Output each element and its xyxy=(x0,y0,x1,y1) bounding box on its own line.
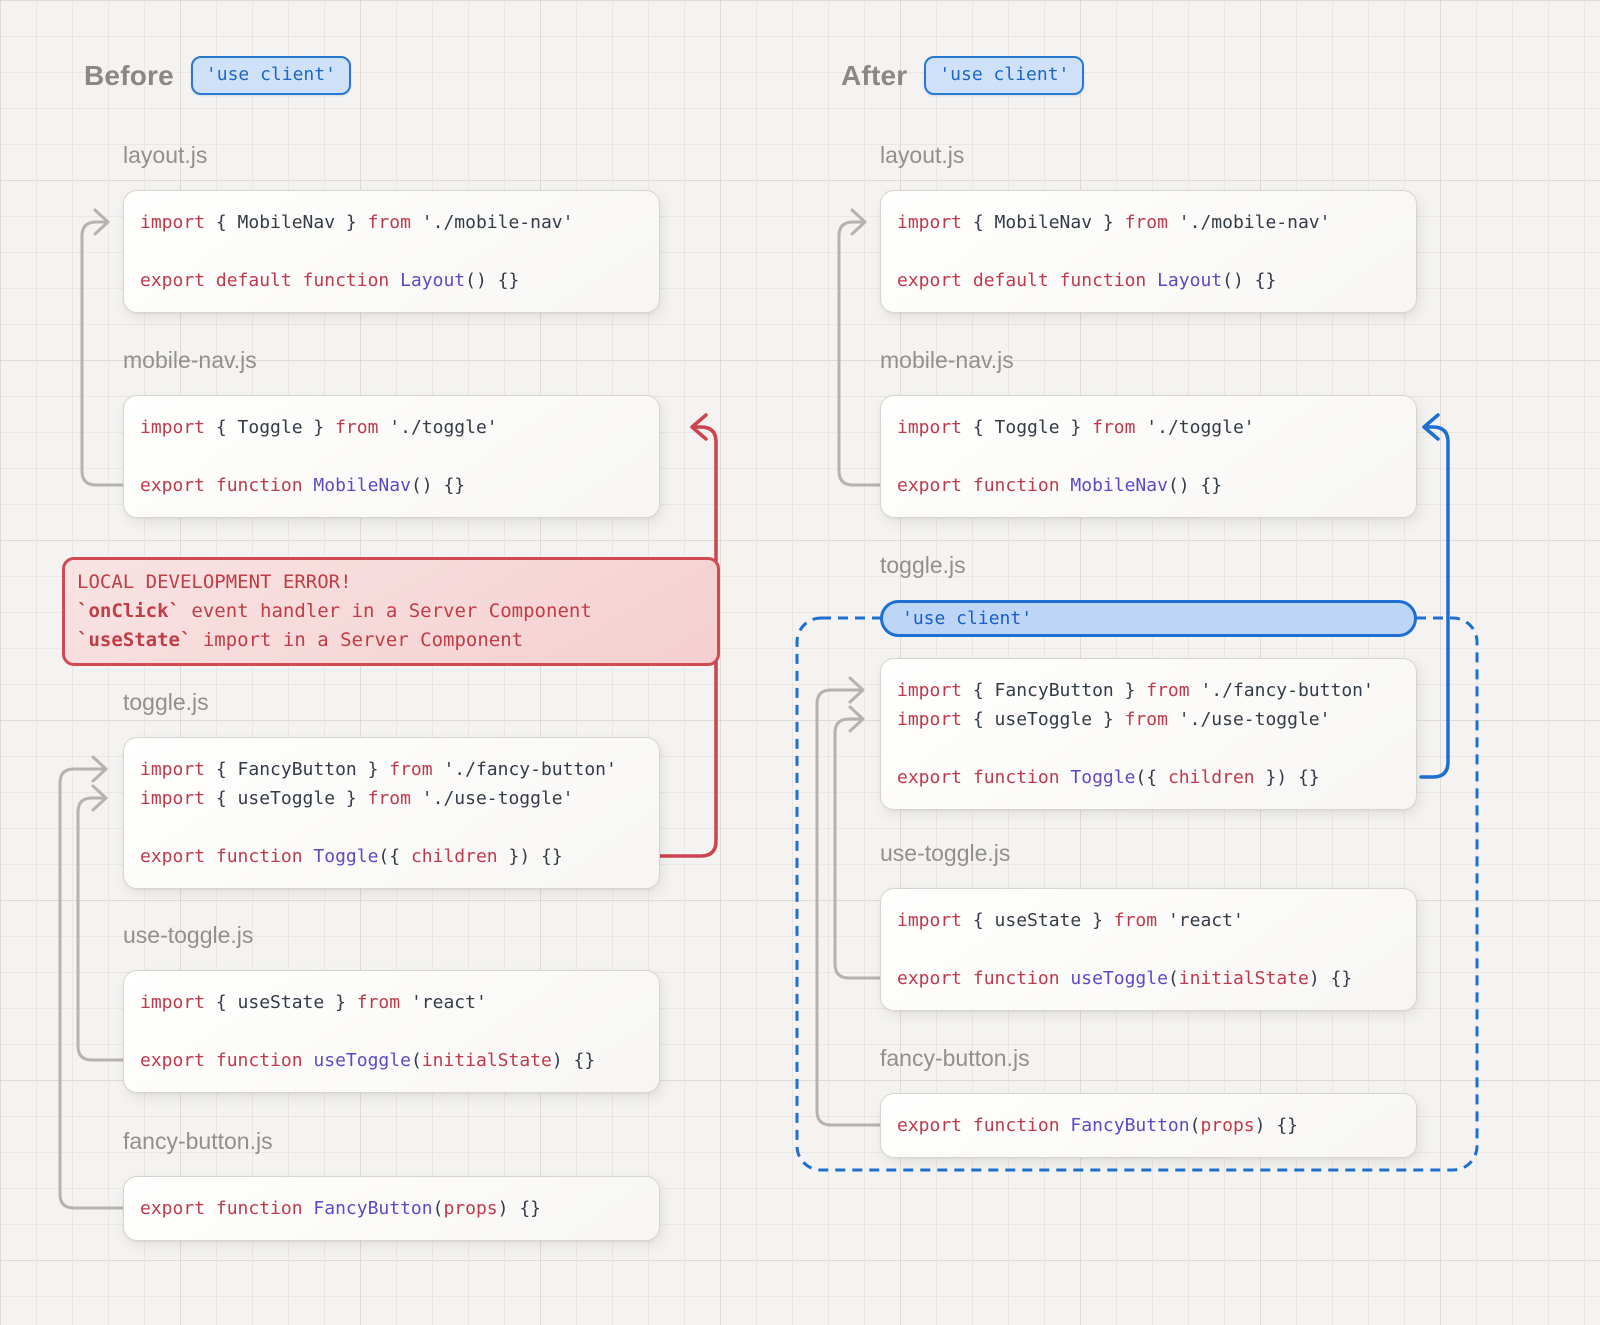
after-title: After xyxy=(841,59,908,91)
use-client-badge: 'use client' xyxy=(190,56,351,95)
file-label-fancy-button-after: fancy-button.js xyxy=(880,1045,1030,1071)
use-client-badge-after: 'use client' xyxy=(924,56,1085,95)
code-block-toggle-after: import { FancyButton } from './fancy-but… xyxy=(880,658,1417,810)
error-line-usestate: `useState` import in a Server Component xyxy=(77,629,524,651)
code-block-layout-after: import { MobileNav } from './mobile-nav'… xyxy=(880,190,1417,313)
arrow-fancy-button-to-toggle xyxy=(58,755,128,1210)
arrow-fancy-button-to-toggle-after xyxy=(815,676,885,1127)
code-block-mobile-nav-after: import { Toggle } from './toggle' export… xyxy=(880,395,1417,518)
before-title: Before xyxy=(84,59,174,91)
error-callout: LOCAL DEVELOPMENT ERROR! `onClick` event… xyxy=(62,557,720,666)
arrow-mobile-nav-to-layout xyxy=(80,208,128,487)
arrow-toggle-to-mobile-nav-client xyxy=(1419,413,1450,779)
file-label-mobile-nav: mobile-nav.js xyxy=(123,347,257,373)
file-label-layout: layout.js xyxy=(123,142,208,168)
code-block-use-toggle-after: import { useState } from 'react' export … xyxy=(880,888,1417,1011)
code-block-fancy-button-after: export function FancyButton(props) {} xyxy=(880,1093,1417,1158)
file-label-mobile-nav-after: mobile-nav.js xyxy=(880,347,1014,373)
file-label-use-toggle: use-toggle.js xyxy=(123,922,254,948)
code-block-use-toggle: import { useState } from 'react' export … xyxy=(123,970,660,1093)
code-block-mobile-nav: import { Toggle } from './toggle' export… xyxy=(123,395,660,518)
error-line-onclick: `onClick` event handler in a Server Comp… xyxy=(77,600,592,622)
code-block-toggle: import { FancyButton } from './fancy-but… xyxy=(123,737,660,889)
arrow-mobile-nav-to-layout-after xyxy=(837,208,885,487)
file-label-toggle-after: toggle.js xyxy=(880,552,966,578)
after-header: After 'use client' xyxy=(841,56,1085,95)
file-label-fancy-button: fancy-button.js xyxy=(123,1128,273,1154)
file-label-use-toggle-after: use-toggle.js xyxy=(880,840,1011,866)
error-title: LOCAL DEVELOPMENT ERROR! xyxy=(77,571,352,593)
arrow-use-toggle-to-toggle-after xyxy=(833,705,885,980)
code-block-fancy-button: export function FancyButton(props) {} xyxy=(123,1176,660,1241)
use-client-directive-pill: 'use client' xyxy=(880,600,1417,637)
before-header: Before 'use client' xyxy=(84,56,351,95)
file-label-toggle: toggle.js xyxy=(123,689,209,715)
arrow-use-toggle-to-toggle xyxy=(76,784,128,1062)
code-block-layout: import { MobileNav } from './mobile-nav'… xyxy=(123,190,660,313)
file-label-layout-after: layout.js xyxy=(880,142,965,168)
